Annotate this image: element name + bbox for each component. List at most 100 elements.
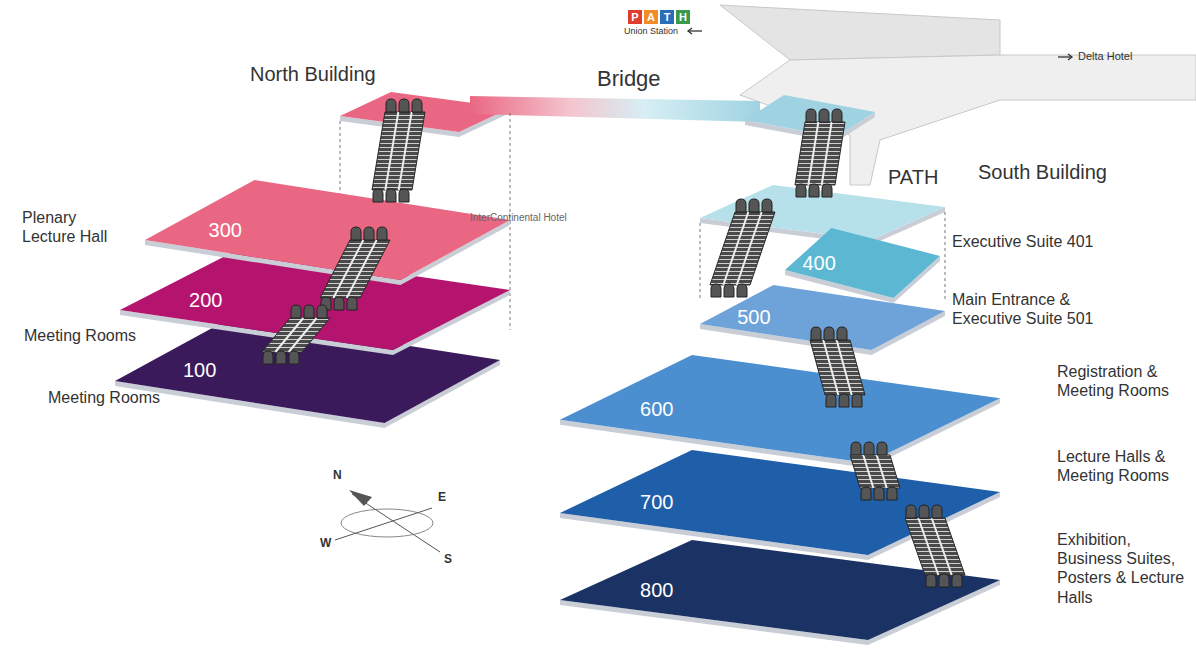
escalator-head — [824, 327, 834, 340]
escalator-divider — [723, 212, 748, 285]
compass-letter: S — [444, 552, 452, 566]
compass-needle — [349, 490, 372, 506]
escalator-head — [749, 199, 759, 212]
escalator-head — [399, 99, 409, 112]
escalator-steps — [850, 455, 900, 488]
escalator-head — [386, 189, 396, 202]
escalator-head — [822, 184, 832, 197]
building-name: North Building — [250, 62, 376, 86]
escalator-head — [276, 351, 286, 364]
hotel-label: InterContinental Hotel — [470, 212, 570, 224]
floor-number: 400 — [802, 252, 835, 275]
direction-arrow — [688, 28, 692, 34]
escalator — [710, 199, 775, 297]
floor-surface — [560, 355, 1000, 463]
escalator — [905, 505, 965, 587]
escalator-steps — [262, 318, 330, 352]
escalator-head — [906, 505, 916, 518]
compass-letter: E — [438, 490, 446, 504]
escalator-head — [851, 442, 861, 455]
escalator-steps — [710, 212, 775, 285]
escalator-head — [806, 109, 816, 122]
escalator-head — [796, 184, 806, 197]
escalator-head — [874, 487, 884, 500]
escalator-head — [377, 227, 387, 240]
escalator-divider — [347, 240, 377, 298]
floor-number: 500 — [737, 306, 770, 329]
escalator-head — [347, 297, 357, 310]
escalator-head — [861, 487, 871, 500]
direction-arrow — [1068, 54, 1072, 60]
escalator-divider — [737, 212, 762, 285]
escalator-head — [952, 574, 962, 587]
escalator-steps — [905, 518, 965, 575]
escalator-head — [839, 394, 849, 407]
escalator-divider — [275, 318, 303, 352]
escalator-head — [809, 184, 819, 197]
escalator-head — [386, 99, 396, 112]
escalator-divider — [808, 122, 818, 185]
floor-description: Plenary Lecture Hall — [22, 208, 122, 246]
compass-line — [335, 508, 432, 540]
escalator-head — [919, 505, 929, 518]
escalator — [795, 109, 845, 197]
escalator-steps — [795, 122, 845, 185]
bridge — [470, 96, 760, 122]
compass-letter: N — [333, 468, 342, 482]
logo-letter: H — [676, 10, 690, 24]
floor-number: 300 — [209, 219, 242, 242]
guide-line — [700, 223, 701, 300]
escalator-head — [939, 574, 949, 587]
destination-label: Delta Hotel — [1078, 50, 1132, 63]
escalator-head — [711, 284, 721, 297]
escalator-head — [364, 227, 374, 240]
escalator-head — [762, 199, 772, 212]
escalator-head — [263, 351, 273, 364]
escalator-head — [399, 189, 409, 202]
escalator — [810, 327, 865, 407]
escalator-head — [811, 327, 821, 340]
direction-arrow — [688, 30, 702, 31]
escalator-head — [351, 227, 361, 240]
escalator — [850, 442, 900, 500]
floor-plate: 400 — [785, 228, 940, 298]
escalator-head — [826, 394, 836, 407]
escalator-head — [373, 189, 383, 202]
escalator-head — [412, 99, 422, 112]
floor-description: Meeting Rooms — [48, 388, 160, 407]
floor-number: 200 — [189, 289, 222, 312]
building-name: South Building — [978, 160, 1107, 184]
escalator-divider — [385, 112, 398, 190]
destination-label: Union Station — [624, 26, 678, 37]
logo-letter: P — [628, 10, 642, 24]
floor-surface — [145, 180, 510, 280]
escalator-divider — [822, 122, 832, 185]
floor-description: Executive Suite 401 — [952, 232, 1093, 251]
escalator-head — [887, 487, 897, 500]
escalator — [320, 227, 390, 310]
path-label: PATH — [888, 165, 938, 189]
direction-arrow — [1058, 56, 1072, 57]
floor-outline — [560, 355, 1000, 463]
escalator — [262, 305, 330, 364]
escalator-head — [877, 442, 887, 455]
escalator-divider — [837, 340, 852, 395]
escalator-divider — [932, 518, 952, 575]
escalator-steps — [320, 240, 390, 298]
escalator-divider — [823, 340, 838, 395]
escalator-divider — [863, 455, 873, 488]
floor-description: Registration & Meeting Rooms — [1057, 362, 1192, 400]
escalator-divider — [333, 240, 363, 298]
logo-letter: T — [660, 10, 674, 24]
escalator — [372, 99, 425, 202]
escalator-head — [852, 394, 862, 407]
floor-number: 800 — [640, 579, 673, 602]
floor-description: Lecture Halls & Meeting Rooms — [1057, 447, 1192, 485]
escalator-head — [832, 109, 842, 122]
escalator-head — [317, 305, 327, 318]
compass-letter: W — [320, 536, 331, 550]
bridge-label: Bridge — [597, 66, 661, 92]
floor-number: 600 — [640, 398, 673, 421]
floor-description: Main Entrance & Executive Suite 501 — [952, 290, 1117, 328]
path-corridor — [740, 55, 1196, 185]
